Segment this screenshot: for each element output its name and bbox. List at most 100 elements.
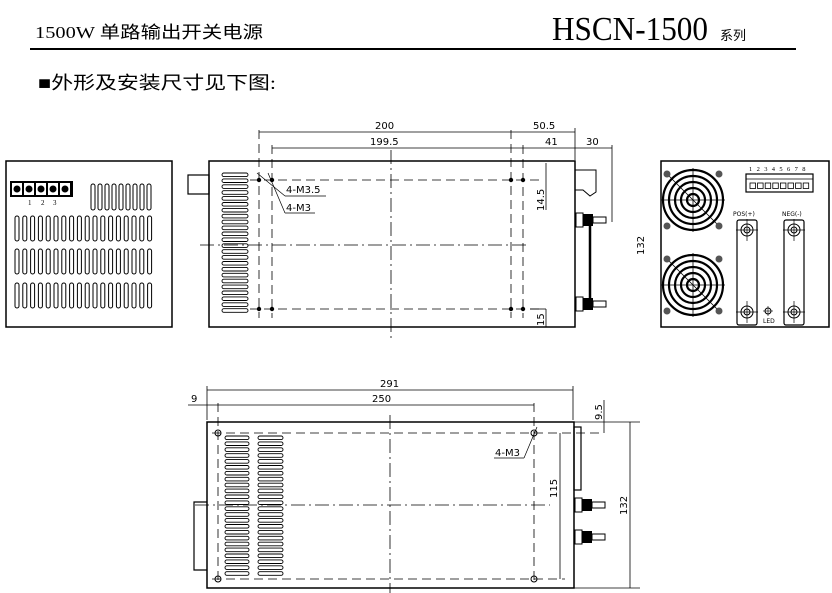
vent-slot [257, 459, 284, 464]
vent-slot [37, 248, 43, 275]
vent-slot [61, 248, 67, 275]
vent-slot [257, 441, 284, 446]
led-label: LED [763, 318, 775, 325]
vent-slot [92, 215, 98, 242]
vent-slot [111, 183, 117, 211]
dim-115: 115 [549, 479, 560, 498]
bolt-icon [783, 301, 805, 323]
vent-slot [147, 215, 153, 242]
vent-slot [123, 282, 129, 309]
series-suffix: 系列 [720, 28, 746, 43]
vent-slot [90, 183, 96, 211]
vent-slot [45, 215, 51, 242]
vent-slot [221, 178, 249, 183]
vent-slot [224, 447, 250, 452]
vent-slot [92, 282, 98, 309]
model-title: HSCN-1500 [552, 11, 708, 48]
vent-slot [69, 282, 75, 309]
vent-slot [76, 282, 82, 309]
vent-slot [224, 465, 250, 470]
fan-screw [715, 222, 723, 230]
terminal-screw [37, 185, 45, 193]
vent-slot [257, 559, 284, 564]
vent-slot [30, 282, 36, 309]
vent-slot [257, 488, 284, 494]
vent-slot [224, 541, 250, 547]
vent-slot [257, 506, 284, 511]
terminal-stud [592, 300, 607, 308]
vent-slot [257, 529, 284, 535]
dip-toggle [772, 182, 779, 189]
vent-slot [147, 248, 153, 275]
vent-slot [221, 308, 249, 313]
terminal-screw [61, 185, 69, 193]
callout-4-m3-5: 4-M3.5 [286, 185, 321, 196]
terminal-base [575, 296, 584, 312]
dip-toggle [795, 182, 802, 189]
vent-slot [221, 231, 249, 237]
dim-291: 291 [380, 379, 399, 390]
vent-slot [257, 524, 284, 529]
vent-slot [100, 282, 106, 309]
terminal-screw [25, 185, 33, 193]
vent-slot [139, 282, 145, 309]
terminal-nut [583, 298, 593, 310]
vent-slot [22, 248, 28, 275]
vent-slot [125, 183, 131, 211]
dim-41: 41 [545, 137, 558, 148]
vent-slot [97, 183, 103, 211]
vent-slot [108, 215, 114, 242]
vent-slot [221, 243, 249, 248]
vent-slot [224, 553, 250, 559]
vent-slot [257, 535, 284, 541]
vent-slot [53, 248, 59, 275]
vent-slot [221, 255, 249, 260]
fan-screw [663, 222, 671, 230]
side-view: 200 50.5 199.5 41 30 14.5 15 132 4-M3.5 … [187, 121, 647, 340]
vent-slot [221, 261, 249, 266]
vent-slot [221, 202, 249, 207]
vent-slot [257, 465, 284, 470]
vent-slot [100, 215, 106, 242]
vent-slot [221, 213, 249, 219]
fan-screw [715, 255, 723, 263]
vent-slots [14, 183, 153, 309]
vent-slot [224, 524, 250, 529]
vent-slot [61, 282, 67, 309]
vent-slot [257, 518, 284, 523]
vent-slot [224, 435, 250, 441]
vent-slot [84, 248, 90, 275]
dim-199-5: 199.5 [370, 137, 399, 148]
dim-200: 200 [375, 121, 394, 132]
vent-slot [224, 470, 250, 476]
vent-slot [45, 248, 51, 275]
vent-slot [221, 196, 249, 201]
dip-toggle [764, 182, 772, 189]
vent-slot [108, 248, 114, 275]
vent-slot [76, 248, 82, 275]
vent-slot [224, 459, 250, 464]
fan-screw [715, 307, 723, 315]
dim-250: 250 [372, 394, 391, 405]
dim-height-132: 132 [619, 496, 630, 515]
dim-9: 9 [191, 394, 197, 405]
terminal-screw [49, 185, 57, 193]
vent-slot [22, 282, 28, 309]
vent-slot [257, 512, 284, 517]
vent-slot [224, 482, 250, 488]
header-subtitle: 1500W 单路输出开关电源 [35, 23, 263, 42]
fan-screw [715, 170, 723, 178]
vent-slot [147, 282, 153, 309]
fan-screw [663, 307, 671, 315]
dip-toggle [749, 182, 756, 189]
vent-slot [257, 500, 284, 505]
vent-slot [69, 215, 75, 242]
vent-slot [92, 248, 98, 275]
dip-switch-label: 2 [757, 166, 760, 173]
vent-slot [221, 296, 249, 301]
vent-slot [115, 248, 121, 275]
fan-screw [663, 170, 671, 178]
section-title: ■外形及安装尺寸见下图: [38, 73, 276, 93]
bolt-icon [736, 219, 758, 241]
